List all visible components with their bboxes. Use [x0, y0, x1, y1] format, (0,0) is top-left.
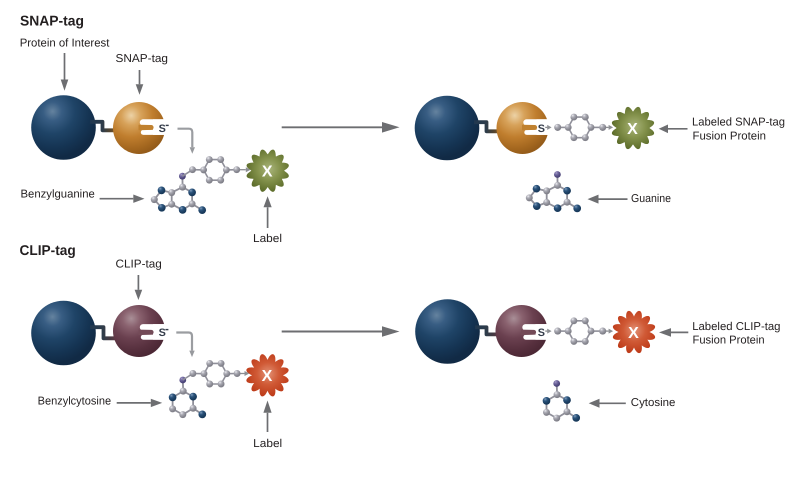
svg-text:Benzylcytosine: Benzylcytosine: [38, 396, 112, 408]
svg-text:Fusion Protein: Fusion Protein: [693, 131, 767, 143]
svg-text:S: S: [159, 123, 166, 135]
svg-text:CLIP-tag: CLIP-tag: [20, 243, 76, 259]
svg-text:Benzylguanine: Benzylguanine: [21, 188, 95, 200]
svg-text:Cytosine: Cytosine: [631, 397, 676, 409]
svg-text:S: S: [538, 123, 545, 135]
svg-text:X: X: [627, 121, 638, 138]
svg-text:Labeled CLIP-tag: Labeled CLIP-tag: [692, 321, 780, 333]
svg-text:Fusion Protein: Fusion Protein: [693, 334, 765, 346]
svg-text:Guanine: Guanine: [631, 193, 671, 205]
svg-text:X: X: [628, 325, 639, 342]
svg-text:Label: Label: [253, 438, 282, 450]
svg-text:SNAP-tag: SNAP-tag: [116, 53, 169, 65]
svg-text:Label: Label: [253, 233, 282, 245]
svg-text:S: S: [538, 327, 545, 339]
svg-text:CLIP-tag: CLIP-tag: [116, 259, 162, 271]
svg-text:X: X: [262, 368, 273, 385]
svg-text:Labeled SNAP-tag: Labeled SNAP-tag: [692, 117, 785, 129]
svg-text:X: X: [262, 164, 273, 181]
svg-text:S: S: [159, 327, 166, 339]
svg-text:SNAP-tag: SNAP-tag: [20, 14, 84, 30]
svg-text:Protein of Interest: Protein of Interest: [20, 38, 111, 50]
